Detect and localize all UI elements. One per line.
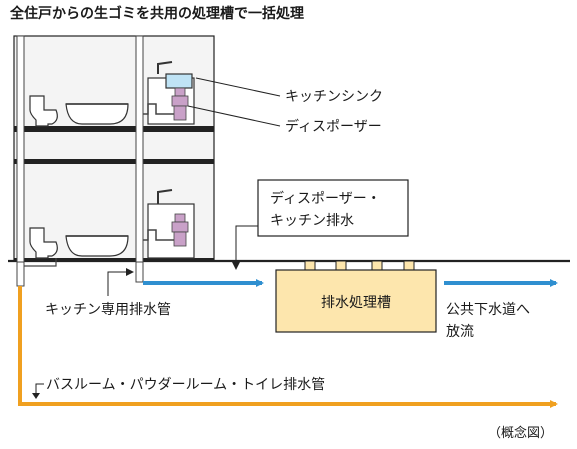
bathtub-icon	[65, 103, 129, 125]
disposer-leader-line	[187, 105, 281, 127]
bath-flow-path	[18, 286, 558, 408]
disposer-unit-lower	[171, 221, 189, 233]
faucet-icon-lower	[157, 189, 173, 204]
sewer-label-line1: 公共下水道へ	[446, 302, 530, 318]
kitchen-pipe-pointer	[107, 271, 130, 296]
bath-stack-pipe	[16, 35, 25, 263]
middle-floor-slab	[14, 159, 214, 164]
diagram-title: 全住戸からの生ゴミを共用の処理槽で一括処理	[9, 5, 304, 22]
drain-box-line2: キッチン排水	[270, 213, 354, 229]
bath-pipe-stub	[16, 261, 25, 287]
toilet-icon	[29, 95, 58, 127]
bath-pipe-pointer	[35, 383, 44, 396]
kitchen-pipe-stub	[135, 261, 144, 283]
upper-floor-fixtures	[29, 61, 195, 127]
disposer-unit	[171, 95, 189, 107]
drain-box-line1: ディスポーザー・	[270, 190, 381, 207]
sink-basin	[165, 73, 193, 89]
lower-floor-fixtures	[24, 189, 195, 267]
bathtub-icon-lower	[65, 235, 129, 257]
faucet-icon	[157, 61, 173, 74]
sink-leader-line	[195, 77, 281, 97]
treatment-tank: 排水処理槽	[275, 260, 437, 333]
sewer-label-line2: 放流	[446, 324, 474, 340]
kitchen-stack-pipe	[135, 35, 144, 263]
concept-note: （概念図）	[488, 425, 553, 441]
kitchen-sink-label: キッチンシンク	[285, 89, 383, 105]
upper-floor-slab	[14, 126, 214, 132]
drain-description-box	[257, 179, 409, 237]
tank-label: 排水処理槽	[321, 295, 391, 311]
kitchen-pipe-label: キッチン専用排水管	[45, 302, 171, 318]
drain-box-pointer	[235, 225, 258, 266]
toilet-icon-lower	[29, 227, 58, 259]
bath-pipe-label: バスルーム・パウダールーム・トイレ排水管	[46, 377, 325, 393]
tank-body	[275, 269, 437, 333]
disposer-label: ディスポーザー	[285, 118, 382, 135]
